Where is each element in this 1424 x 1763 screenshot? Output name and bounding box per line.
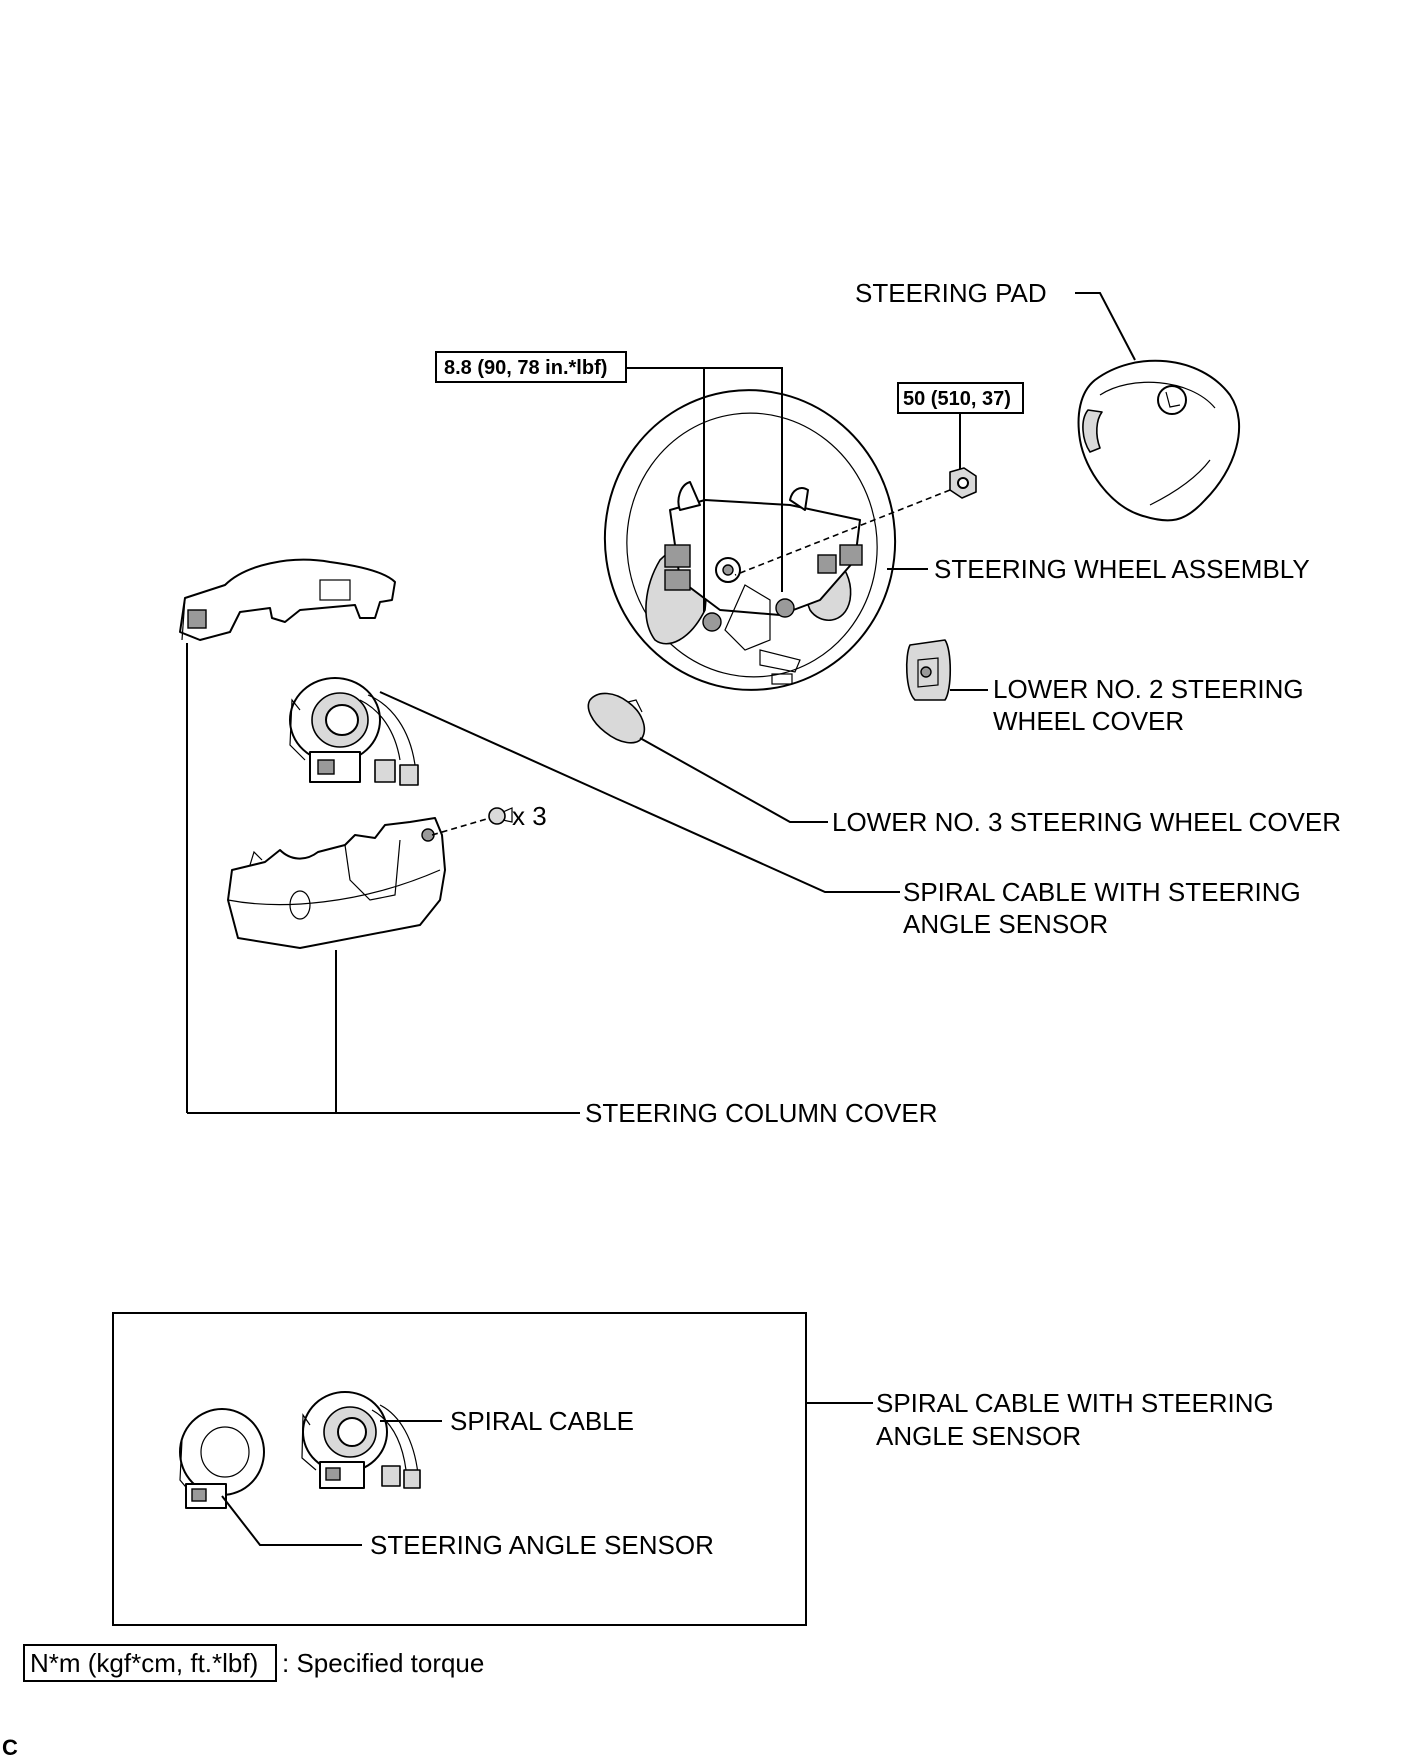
inset-steering-angle-sensor-label: STEERING ANGLE SENSOR <box>370 1530 714 1560</box>
legend-torque-text: : Specified torque <box>282 1648 484 1678</box>
inset-frame <box>112 1312 807 1626</box>
steering-column-cover-label: STEERING COLUMN COVER <box>585 1098 938 1128</box>
screw-quantity: x 3 <box>512 801 547 831</box>
steering-wheel-assembly-label: STEERING WHEEL ASSEMBLY <box>934 554 1310 584</box>
column-cover-screw <box>488 807 513 825</box>
lower-no2-cover-label-1: LOWER NO. 2 STEERING <box>993 674 1304 704</box>
screw-dashed <box>431 817 491 836</box>
spiral-cable-leader <box>379 691 900 893</box>
torque-wheel-bolts: 8.8 (90, 78 in.*lbf) <box>444 357 607 379</box>
steering-pad-drawing <box>1077 359 1241 522</box>
lower-no3-cover-drawing <box>587 692 646 744</box>
upper-column-cover-drawing <box>179 558 396 641</box>
spiral-cable-sensor-label-1: SPIRAL CABLE WITH STEERING <box>903 877 1301 907</box>
inset-assembly-label-2: ANGLE SENSOR <box>876 1421 1081 1451</box>
inset-steering-angle-sensor-drawing <box>179 1408 265 1509</box>
inset-spiral-cable-drawing <box>301 1391 421 1489</box>
inset-spiral-cable-label: SPIRAL CABLE <box>450 1406 634 1436</box>
torque-wheel-nut: 50 (510, 37) <box>903 388 1011 410</box>
torque-leader-right <box>626 367 783 592</box>
legend-torque-unit: N*m (kgf*cm, ft.*lbf) <box>30 1648 258 1678</box>
steering-pad-label: STEERING PAD <box>855 278 1047 308</box>
steering-pad-leader <box>1075 292 1136 361</box>
nut-axis-dashed <box>734 489 951 576</box>
legend-torque-box <box>23 1644 277 1682</box>
figure-code: C <box>2 1735 18 1760</box>
inset-sensor-leader <box>221 1495 362 1546</box>
lower-no2-cover-label-2: WHEEL COVER <box>993 706 1184 736</box>
lower-no3-cover-label: LOWER NO. 3 STEERING WHEEL COVER <box>832 807 1341 837</box>
wheel-nut <box>949 467 977 499</box>
spiral-cable-sensor-label-2: ANGLE SENSOR <box>903 909 1108 939</box>
lower-no3-cover-leader <box>639 737 828 823</box>
lower-no2-cover-drawing <box>905 639 951 701</box>
inset-assembly-label-1: SPIRAL CABLE WITH STEERING <box>876 1388 1274 1418</box>
lower-column-cover-drawing <box>227 817 446 949</box>
steering-wheel-drawing <box>603 389 897 691</box>
spiral-cable-drawing <box>289 677 419 786</box>
